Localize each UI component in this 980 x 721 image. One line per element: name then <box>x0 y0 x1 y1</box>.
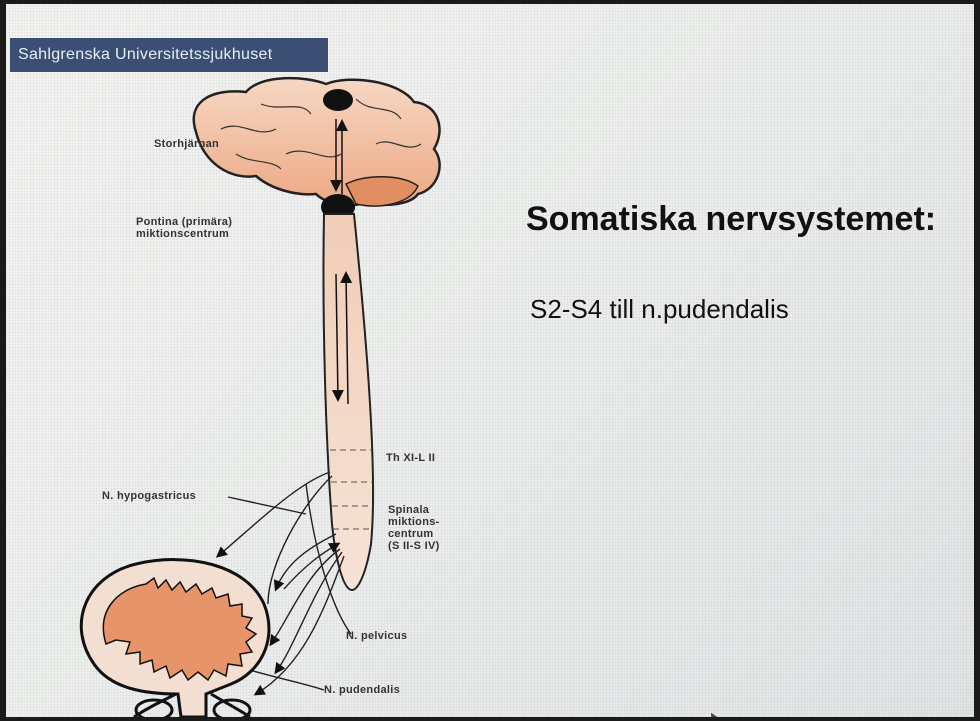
label-brain: Storhjärnan <box>154 138 219 150</box>
slide: Sahlgrenska Universitetssjukhuset <box>6 4 974 717</box>
label-pelvicus: N. pelvicus <box>346 630 407 642</box>
label-pudendalis: N. pudendalis <box>324 684 400 696</box>
label-spinal-line1: Spinala <box>388 504 440 516</box>
micturition-diagram <box>6 4 974 717</box>
bladder-illustration <box>81 560 269 717</box>
brain-illustration <box>194 78 440 220</box>
label-spinal-line3: centrum <box>388 528 440 540</box>
label-pontine-center: Pontina (primära) miktionscentrum <box>136 216 232 240</box>
slide-body-text: S2-S4 till n.pudendalis <box>530 294 789 325</box>
label-spinal-center: Spinala miktions- centrum (S II-S IV) <box>388 504 440 552</box>
label-spinal-level: Th XI-L II <box>386 452 435 464</box>
label-pontine-line2: miktionscentrum <box>136 228 232 240</box>
label-pontine-line1: Pontina (primära) <box>136 216 232 228</box>
label-spinal-line2: miktions- <box>388 516 440 528</box>
slide-title: Somatiska nervsystemet: <box>526 200 936 239</box>
label-spinal-line4: (S II-S IV) <box>388 540 440 552</box>
label-hypogastricus: N. hypogastricus <box>102 490 196 502</box>
